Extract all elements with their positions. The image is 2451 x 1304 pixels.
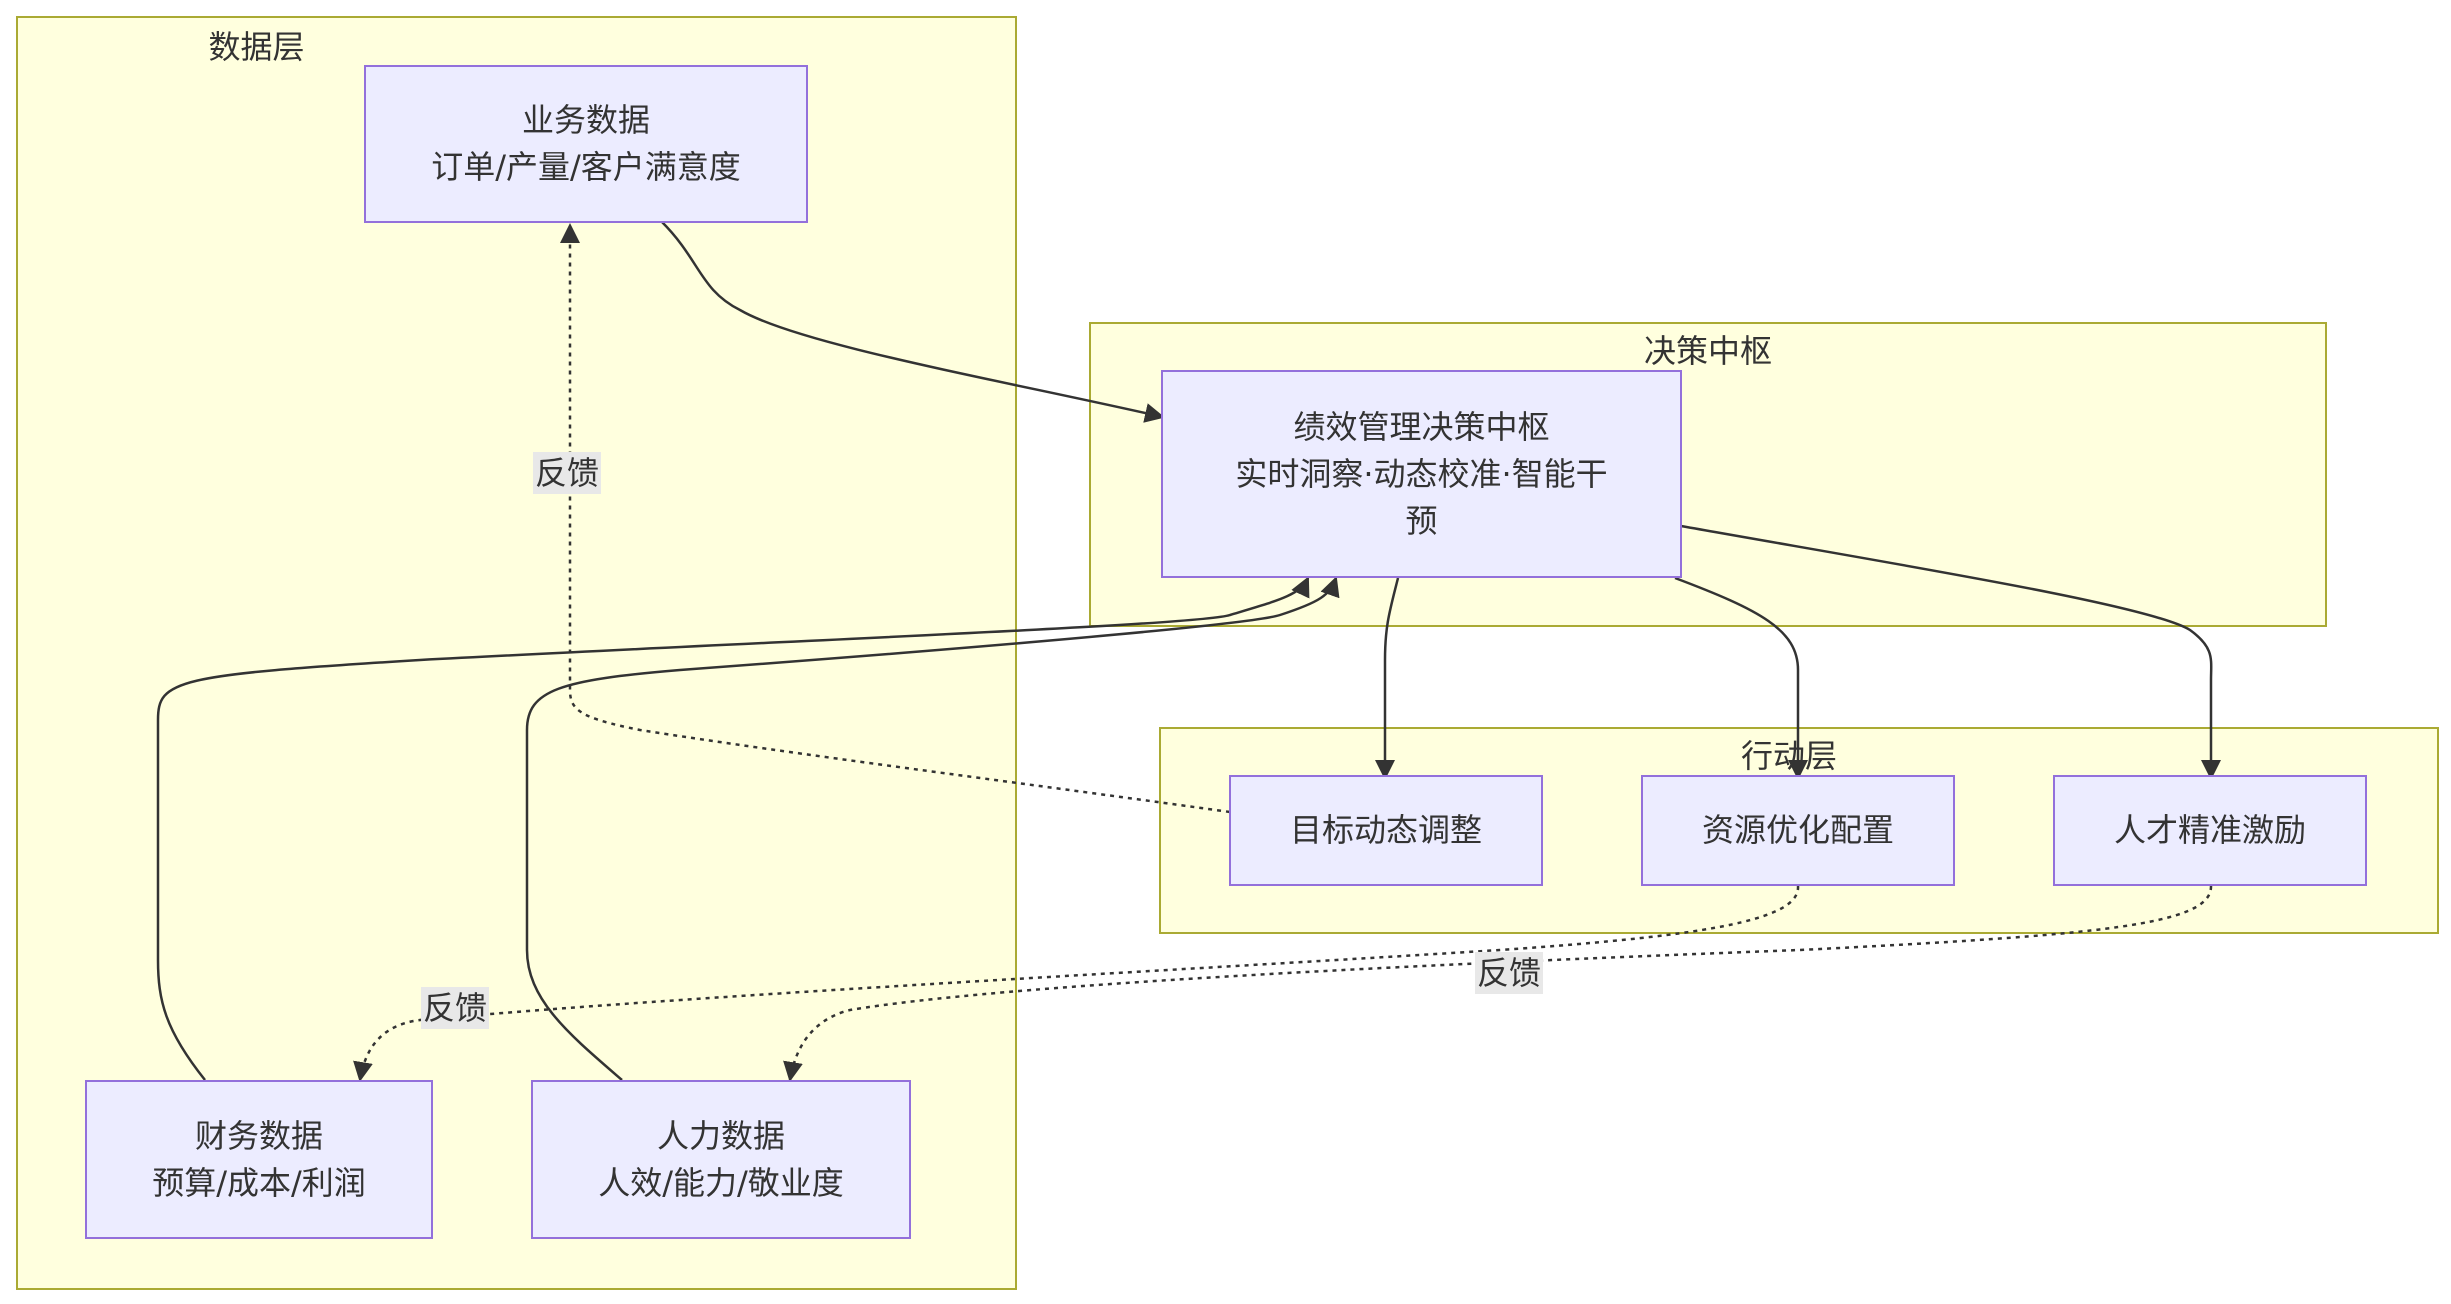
node-hub-subtitle-cont: 预 [1405,501,1438,540]
edge-finance-to-hub [156,576,1310,1081]
cluster-data-layer: 数据层 [16,16,1017,1290]
cluster-title-decision-center: 决策中枢 [1643,332,1772,370]
node-resource-optimize[interactable]: 资源优化配置 [1641,775,1955,886]
edge-hub-to-resource [1674,576,1808,780]
node-finance-title: 财务数据 [194,1116,323,1155]
node-hr-title: 人力数据 [656,1116,785,1155]
node-hr-data[interactable]: 人力数据 人效/能力/敬业度 [531,1080,911,1239]
node-talent-incentive[interactable]: 人才精准激励 [2053,775,2367,886]
node-goal-label: 目标动态调整 [1289,811,1482,849]
edge-label-feedback-resource: 反馈 [421,987,490,1029]
edge-talent-to-hr-feedback [783,885,2213,1082]
node-decision-hub[interactable]: 绩效管理决策中枢 实时洞察·动态校准·智能干 预 [1161,370,1682,578]
node-finance-data[interactable]: 财务数据 预算/成本/利润 [85,1080,433,1239]
node-hub-subtitle: 实时洞察·动态校准·智能干 [1235,454,1608,493]
node-business-title: 业务数据 [521,101,650,139]
edge-business-to-hub [661,221,1165,423]
edge-label-feedback-talent: 反馈 [1475,952,1544,994]
node-finance-subtitle: 预算/成本/利润 [152,1163,366,1202]
cluster-title-data-layer: 数据层 [208,28,305,66]
edge-hub-to-goal [1375,577,1400,780]
node-hub-title: 绩效管理决策中枢 [1293,407,1550,446]
edge-label-feedback-goal: 反馈 [533,452,602,494]
node-goal-adjust[interactable]: 目标动态调整 [1229,775,1543,886]
edge-goal-to-business-feedback [560,223,1231,814]
node-talent-label: 人才精准激励 [2113,811,2306,849]
edge-hr-to-hub [525,576,1340,1081]
node-business-data[interactable]: 业务数据 订单/产量/客户满意度 [364,65,808,223]
edge-resource-to-finance-feedback [353,885,1800,1082]
node-hr-subtitle: 人效/能力/敬业度 [598,1163,844,1202]
node-business-subtitle: 订单/产量/客户满意度 [431,148,741,186]
node-resource-label: 资源优化配置 [1701,811,1894,849]
edge-hub-to-talent [1680,524,2221,780]
